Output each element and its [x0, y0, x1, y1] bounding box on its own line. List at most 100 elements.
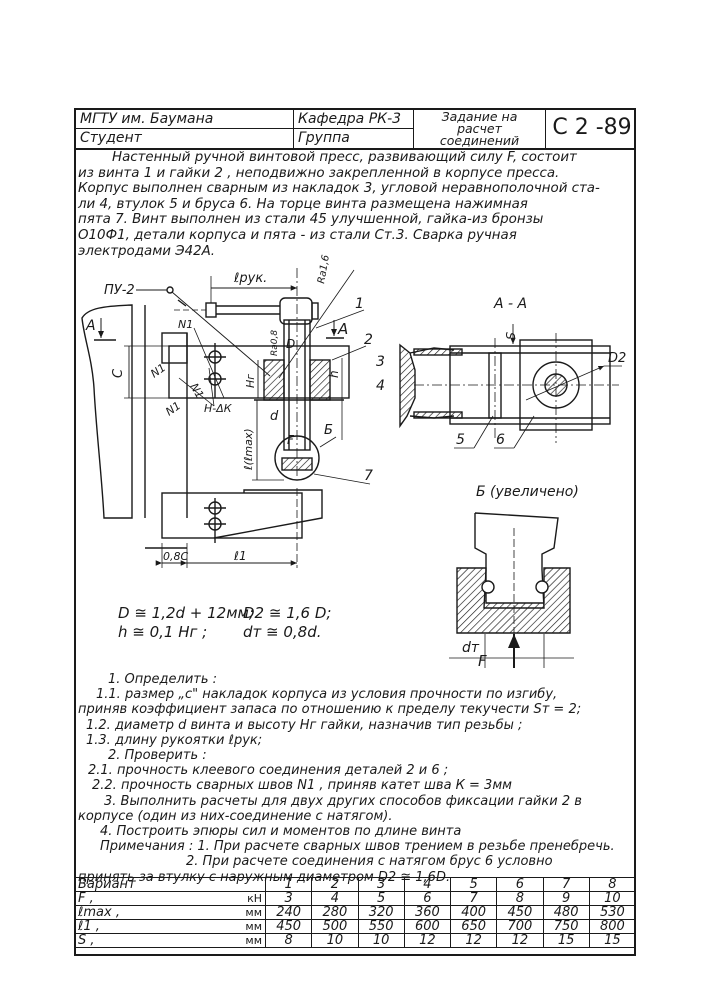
weld-symbol-label: ПУ-2 — [104, 283, 135, 298]
student-label: Студент — [76, 129, 294, 149]
table-cell: 4 — [311, 891, 359, 906]
table-row: ℓmax , мм 240 280 320 360 400 450 480 53… — [74, 905, 637, 920]
description-line: из винта 1 и гайки 2 , неподвижно закреп… — [78, 165, 560, 181]
row-label: S , — [74, 933, 219, 948]
task-line: корпусе (один из них-соединение с натяго… — [78, 808, 393, 824]
section-title: А - А — [493, 296, 527, 312]
variant-column: 7 — [542, 877, 590, 892]
formula-D2: D2 ≅ 1,6 D; — [243, 604, 332, 622]
weld-n1-label: N1 — [163, 399, 183, 418]
table-cell: 10 — [588, 891, 637, 906]
dim-l-label: ℓ(ℓmax) — [242, 428, 255, 471]
task-line: 1.1. размер „с" накладок корпуса из усло… — [96, 687, 558, 703]
row-unit: мм — [219, 933, 266, 948]
task-title-line: Задание на — [441, 110, 518, 124]
dim-D-label: D — [286, 337, 295, 351]
table-cell: 8 — [496, 891, 544, 906]
sheet-code: С 2 -89 — [552, 115, 632, 140]
variant-column: 4 — [403, 877, 452, 892]
table-cell: 5 — [357, 891, 405, 906]
table-cell: 12 — [496, 933, 544, 948]
table-cell: 10 — [357, 933, 405, 948]
task-list: 1. Определить : 1.1. размер „с" накладок… — [78, 672, 634, 885]
title-block-divider — [76, 128, 414, 129]
description-line: пята 7. Винт выполнен из стали 45 улучше… — [78, 212, 544, 228]
dim-h-label: h — [327, 370, 341, 378]
row-unit: мм — [219, 919, 266, 934]
variant-column: 5 — [449, 877, 498, 892]
task-line: 1.2. диаметр d винта и высоту Нг гайки, … — [86, 717, 523, 733]
task-line: 2. При расчете соединения с натягом брус… — [186, 854, 553, 870]
part-number-4: 4 — [376, 378, 385, 394]
table-cell: 700 — [496, 919, 544, 934]
task-line: 2.2. прочность сварных швов N1 , приняв … — [92, 778, 512, 794]
weld-n1-label: N1 — [148, 361, 168, 380]
dim-hg-label: Нг — [244, 374, 257, 388]
table-row: ℓ1 , мм 450 500 550 600 650 700 750 800 — [74, 919, 637, 934]
table-row: S , мм 8 10 10 12 12 12 15 15 — [74, 933, 637, 948]
task-line: 1. Определить : — [108, 672, 218, 687]
description-line: Корпус выполнен сварным из накладок 3, у… — [78, 181, 600, 197]
variant-column: 1 — [264, 877, 313, 892]
table-cell: 360 — [403, 905, 452, 920]
table-cell: 650 — [449, 919, 498, 934]
roughness-side-label: Ra0,8 — [270, 330, 280, 356]
force-label-screw: F — [287, 433, 295, 447]
part-number-3: 3 — [376, 354, 385, 370]
task-line: приняв коэффициент запаса по отношению к… — [78, 702, 582, 718]
roughness-top-label: Ra1,6 — [316, 254, 332, 284]
task-line: 4. Построить эпюры сил и моментов по дли… — [100, 824, 462, 840]
row-label: F , — [74, 891, 219, 906]
table-cell: 400 — [449, 905, 498, 920]
section-mark-right: А — [337, 320, 348, 338]
row-label: ℓ1 , — [74, 919, 219, 934]
description-line: электродами Э42А. — [78, 243, 216, 259]
table-cell: 12 — [403, 933, 452, 948]
table-cell: 500 — [311, 919, 359, 934]
handle-length-label: ℓрук. — [233, 271, 267, 286]
dim-dt-label: dт — [462, 640, 480, 656]
table-cell: 15 — [542, 933, 590, 948]
task-line: 3. Выполнить расчеты для двух других спо… — [104, 793, 582, 809]
task-title-line: соединений — [439, 133, 520, 148]
table-cell: 550 — [357, 919, 405, 934]
table-cell: 240 — [264, 905, 313, 920]
row-unit: мм — [219, 905, 266, 920]
row-label: ℓmax , — [74, 905, 219, 920]
part-number-5: 5 — [456, 432, 465, 448]
sheet-frame — [74, 110, 636, 956]
force-label-detail: F — [478, 652, 487, 670]
press-drawing: ПУ-2 ℓрук. Ra1,6 Ra0,8 А А А - А Б (увел… — [81, 254, 626, 668]
variants-table: Вариант 1 2 3 4 5 6 7 8 F , кН 3 4 5 6 7… — [74, 877, 637, 948]
variant-column: 6 — [496, 877, 544, 892]
title-block: МГТУ им. Баумана Студент Кафедра РК-3 Гр… — [74, 108, 636, 150]
part-number-6: 6 — [496, 432, 505, 448]
table-cell: 280 — [311, 905, 359, 920]
table-cell: 530 — [588, 905, 637, 920]
weld-n1-label: N1 — [178, 318, 193, 331]
task-line: 1.3. длину рукоятки ℓрук; — [86, 732, 263, 748]
table-header-row: Вариант 1 2 3 4 5 6 7 8 — [74, 877, 637, 892]
formula-D: D ≅ 1,2d + 12мм; — [118, 604, 254, 622]
detail-mark: Б — [324, 423, 333, 438]
table-cell: 750 — [542, 919, 590, 934]
table-cell: 450 — [496, 905, 544, 920]
table-cell: 800 — [588, 919, 637, 934]
variant-header: Вариант — [74, 877, 266, 892]
department-name: Кафедра РК-3 — [294, 110, 414, 129]
formula-dt: dт ≅ 0,8d. — [243, 623, 322, 641]
part-number-2: 2 — [364, 332, 373, 348]
table-cell: 10 — [311, 933, 359, 948]
variant-column: 2 — [311, 877, 359, 892]
task-title-line: расчет — [457, 121, 502, 136]
formula-h: h ≅ 0,1 Нг ; — [118, 623, 208, 641]
dim-d-label: d — [270, 409, 279, 424]
weld-note-label: Н-ΔК — [204, 402, 233, 415]
table-cell: 9 — [542, 891, 590, 906]
dim-s-label: S — [503, 332, 517, 340]
table-cell: 12 — [449, 933, 498, 948]
table-cell: 6 — [403, 891, 452, 906]
description-line: Настенный ручной винтовой пресс, развива… — [112, 150, 577, 165]
table-row: F , кН 3 4 5 6 7 8 9 10 — [74, 891, 637, 906]
dim-c-label: С — [111, 368, 126, 378]
